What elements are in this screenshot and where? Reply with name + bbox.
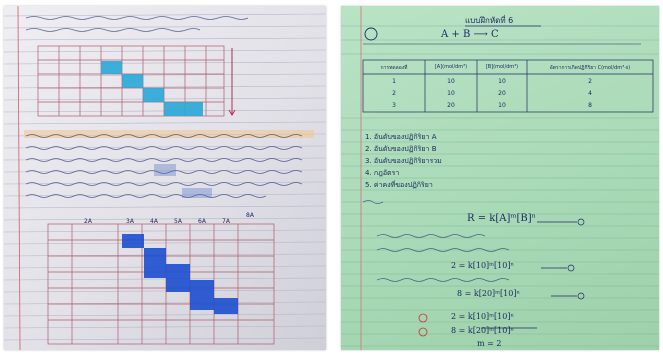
axis-label: 8A — [246, 212, 254, 219]
axis-label: 2A — [84, 218, 92, 225]
notebook-photo-left: 2A 3A 4A 5A 6A 7A 8A — [4, 6, 326, 350]
axis-label: 7A — [222, 218, 230, 225]
table-cell: 3 — [392, 102, 396, 109]
question-item: 4. กฎอัตรา — [365, 169, 400, 177]
table-header: การทดลองที่ — [380, 65, 408, 71]
table-cell: 4 — [588, 90, 592, 97]
rate-law-equation: R = k[A]ᵐ[B]ⁿ — [467, 213, 536, 224]
notebook-page-left — [4, 6, 326, 350]
table-cell: 20 — [447, 102, 455, 109]
exercise-heading: แบบฝึกหัดที่ 6 — [465, 16, 514, 25]
table-header: [A](mol/dm³) — [434, 64, 468, 70]
equation-2: 8 = k[20]ᵐ[10]ⁿ — [457, 289, 520, 298]
table-cell: 2 — [392, 90, 396, 97]
final-result: m = 2 — [477, 339, 502, 348]
question-item: 3. อันดับของปฏิกิริยารวม — [365, 157, 442, 165]
table-cell: 10 — [447, 90, 455, 97]
ratio-denominator: 8 = k[20]ᵐ[10]ⁿ — [451, 326, 514, 335]
axis-label: 6A — [198, 218, 206, 225]
table-header: [B](mol/dm³) — [485, 64, 519, 70]
ratio-numerator: 2 = k[10]ᵐ[10]ⁿ — [451, 312, 514, 321]
question-item: 5. ค่าคงที่ของปฏิกิริยา — [365, 181, 433, 189]
table-cell: 20 — [498, 90, 506, 97]
table-cell: 1 — [392, 78, 396, 85]
axis-label: 5A — [174, 218, 182, 225]
question-item: 2. อันดับของปฏิกิริยา B — [365, 145, 437, 153]
table-cell: 10 — [498, 102, 506, 109]
table-cell: 10 — [447, 78, 455, 85]
question-item: 1. อันดับของปฏิกิริยา A — [365, 133, 437, 141]
table-cell: 8 — [588, 102, 592, 109]
axis-label: 3A — [126, 218, 134, 225]
axis-label: 4A — [150, 218, 158, 225]
table-cell: 2 — [588, 78, 592, 85]
table-cell: 10 — [498, 78, 506, 85]
notebook-photo-right: แบบฝึกหัดที่ 6 A + B ⟶ C การทดลองที่ [A]… — [341, 6, 659, 350]
table-header: อัตราการเกิดปฏิกิริยา C(mol/dm³·s) — [549, 65, 631, 71]
equation-1: 2 = k[10]ᵐ[10]ⁿ — [451, 261, 514, 270]
reaction-equation: A + B ⟶ C — [441, 29, 499, 40]
notebook-page-right — [341, 6, 659, 350]
